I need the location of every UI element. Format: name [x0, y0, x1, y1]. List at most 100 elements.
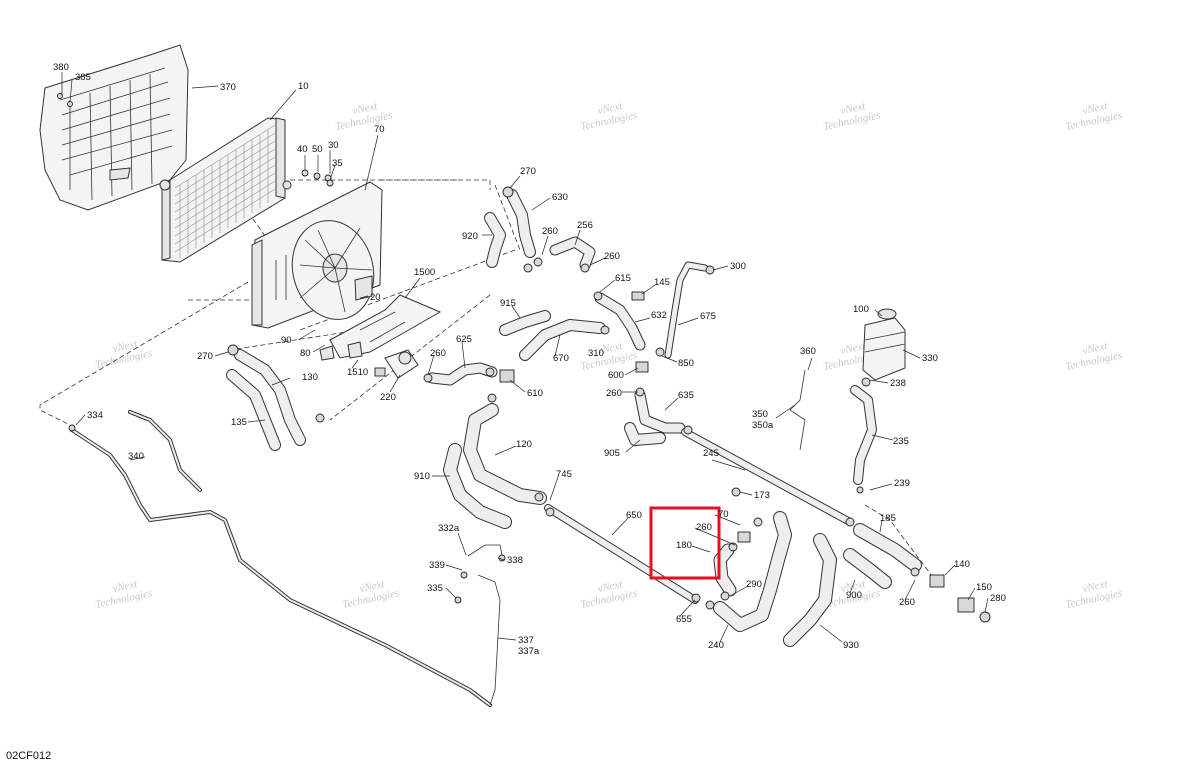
svg-text:vNext: vNext — [111, 338, 139, 355]
label-270-top: 270 — [520, 166, 536, 177]
label-350: 350 — [752, 409, 768, 420]
thermostat-housing-220 — [319, 341, 419, 379]
label-635: 635 — [678, 390, 694, 401]
clamps — [68, 186, 991, 623]
label-655: 655 — [676, 614, 692, 625]
svg-text:vNext: vNext — [1081, 340, 1109, 357]
label-630: 630 — [552, 192, 568, 203]
diagram-code: 02CF012 — [6, 750, 52, 762]
label-338: 338 — [507, 555, 523, 566]
svg-text:vNext: vNext — [596, 100, 624, 117]
label-245: 245 — [703, 448, 719, 459]
label-675: 675 — [700, 311, 716, 322]
svg-text:vNext: vNext — [111, 578, 139, 595]
svg-text:vNext: vNext — [839, 100, 867, 117]
label-50: 50 — [312, 144, 323, 155]
coolant-reservoir-330 — [861, 308, 906, 387]
label-650: 650 — [626, 510, 642, 521]
label-600: 600 — [608, 370, 624, 381]
label-140: 140 — [954, 559, 970, 570]
label-337a: 337a — [518, 646, 540, 657]
label-150: 150 — [976, 582, 992, 593]
label-330: 330 — [922, 353, 938, 364]
hoses — [226, 189, 922, 647]
label-335: 335 — [427, 583, 443, 594]
label-670: 670 — [553, 353, 569, 364]
label-239: 239 — [894, 478, 910, 489]
label-380: 380 — [53, 62, 69, 73]
highlight-box — [649, 506, 721, 580]
label-120: 120 — [516, 439, 532, 450]
label-340: 340 — [128, 451, 144, 462]
label-260-hl: 260 — [696, 522, 712, 533]
label-256: 256 — [577, 220, 593, 231]
svg-text:vNext: vNext — [1081, 578, 1109, 595]
label-260-d: 260 — [606, 388, 622, 399]
label-310: 310 — [588, 348, 604, 359]
svg-text:vNext: vNext — [351, 100, 379, 117]
radiator-core-grid — [174, 124, 276, 258]
fan-assembly-70 — [251, 181, 383, 329]
svg-text:vNext: vNext — [839, 340, 867, 357]
label-70: 70 — [374, 124, 385, 135]
label-130: 130 — [302, 372, 318, 383]
label-35: 35 — [332, 158, 343, 169]
label-80: 80 — [300, 348, 311, 359]
label-615: 615 — [615, 273, 631, 284]
label-30: 30 — [328, 140, 339, 151]
label-300: 300 — [730, 261, 746, 272]
svg-text:vNext: vNext — [596, 340, 624, 357]
label-930: 930 — [843, 640, 859, 651]
svg-text:vNext: vNext — [358, 578, 386, 595]
label-745: 745 — [556, 469, 572, 480]
label-135: 135 — [231, 417, 247, 428]
label-350a: 350a — [752, 420, 774, 431]
label-337: 337 — [518, 635, 534, 646]
label-20: 20 — [370, 292, 381, 303]
label-10: 10 — [298, 81, 309, 92]
leader-lines — [61, 72, 989, 643]
pipes — [70, 369, 854, 707]
label-180: 180 — [676, 540, 692, 551]
label-1510: 1510 — [347, 367, 368, 378]
svg-text:vNext: vNext — [839, 578, 867, 595]
label-90: 90 — [281, 335, 292, 346]
label-900: 900 — [846, 590, 862, 601]
label-100: 100 — [853, 304, 869, 315]
label-339: 339 — [429, 560, 445, 571]
assembly-dash-lines — [39, 179, 936, 581]
label-270-left: 270 — [197, 351, 213, 362]
label-238: 238 — [890, 378, 906, 389]
label-610: 610 — [527, 388, 543, 399]
radiator-10 — [159, 117, 292, 263]
label-332a: 332a — [438, 523, 460, 534]
label-145: 145 — [654, 277, 670, 288]
label-1500: 1500 — [414, 267, 435, 278]
label-915: 915 — [500, 298, 516, 309]
label-260-a: 260 — [542, 226, 558, 237]
label-334: 334 — [87, 410, 103, 421]
label-260-e: 260 — [899, 597, 915, 608]
label-70-hl: 70 — [718, 509, 729, 520]
label-385: 385 — [75, 72, 91, 83]
label-850: 850 — [678, 358, 694, 369]
label-260-c: 260 — [430, 348, 446, 359]
label-910: 910 — [414, 471, 430, 482]
label-632: 632 — [651, 310, 667, 321]
label-290: 290 — [746, 579, 762, 590]
svg-text:vNext: vNext — [596, 578, 624, 595]
label-920: 920 — [462, 231, 478, 242]
label-280: 280 — [990, 593, 1006, 604]
label-40: 40 — [297, 144, 308, 155]
label-185: 185 — [880, 513, 896, 524]
label-360: 360 — [800, 346, 816, 357]
